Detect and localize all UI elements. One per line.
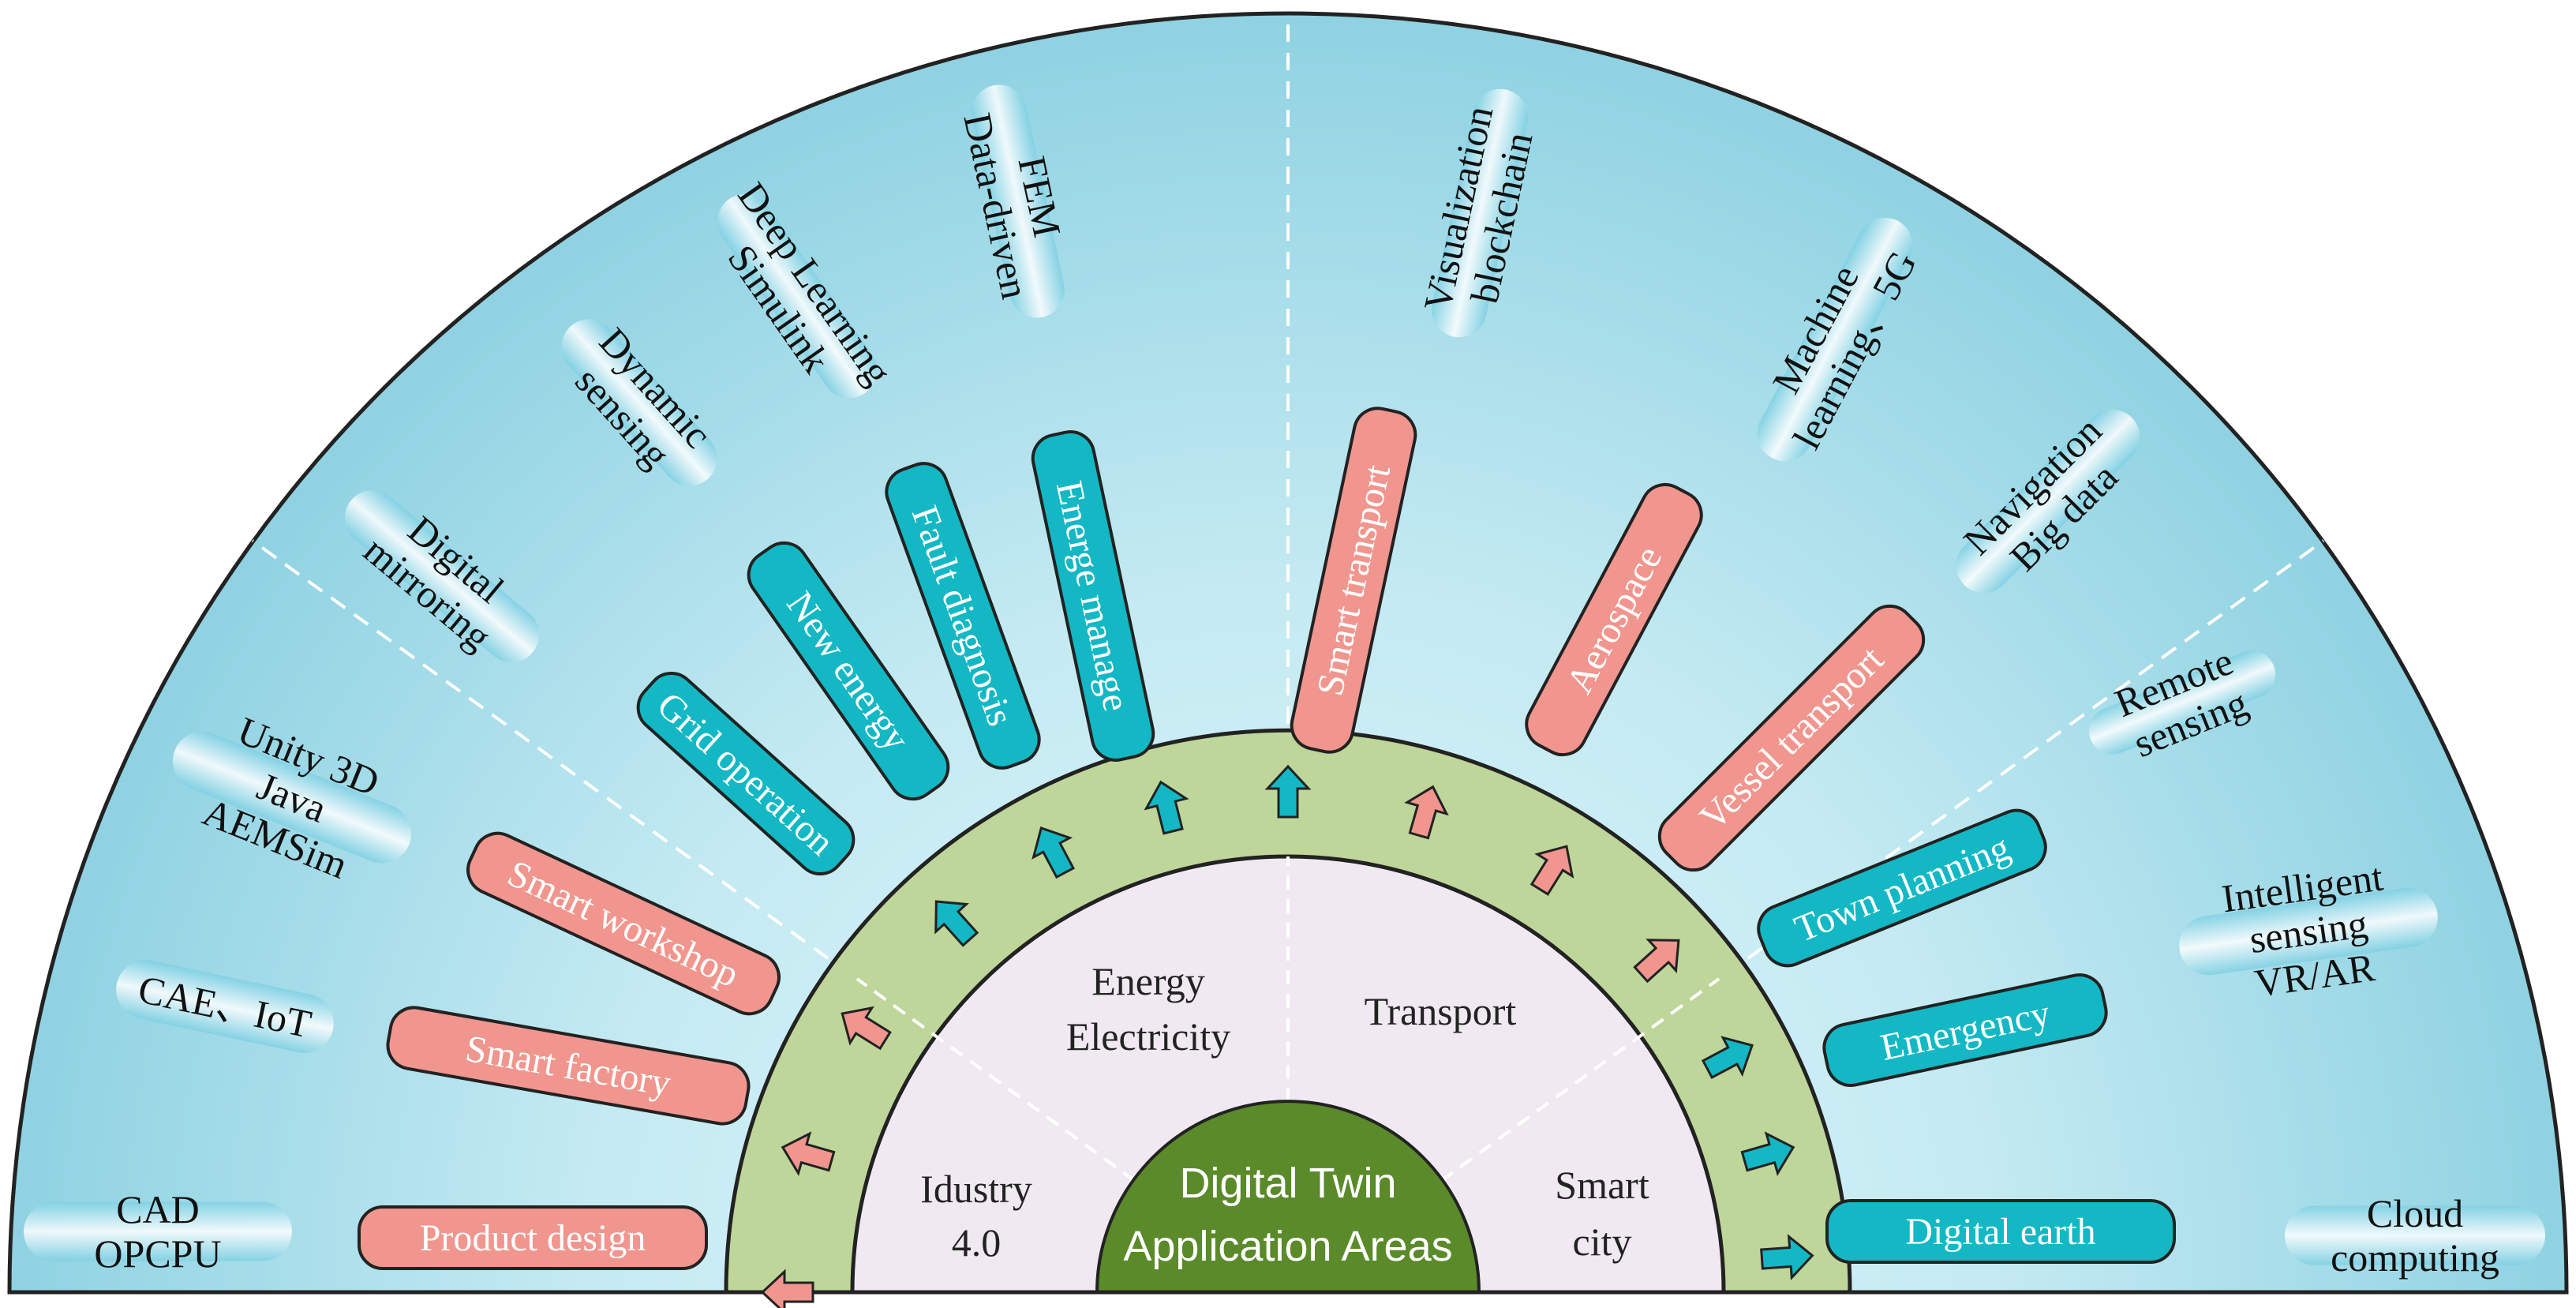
tech-label-line: OPCPU <box>94 1231 221 1276</box>
app-pill-label: Product design <box>420 1217 646 1259</box>
sector-energy-line1: Energy <box>1091 959 1204 1003</box>
sector-smartcity-line2: city <box>1573 1220 1632 1264</box>
arrow-aerospace <box>1530 845 1574 896</box>
app-pill-shape <box>636 671 856 876</box>
tech-pill-shape <box>1432 88 1528 338</box>
app-pill-shape <box>1525 482 1703 757</box>
tech-pill-shape <box>1956 409 2140 594</box>
arrow-smart-factory <box>781 1131 836 1176</box>
sector-smartcity-line1: Smart <box>1555 1163 1649 1207</box>
tech-pill-shape <box>717 193 877 399</box>
sector-industry-line1: Idustry <box>920 1167 1032 1211</box>
app-pill-shape <box>1822 973 2108 1087</box>
arrows-layer <box>760 764 1814 1308</box>
tech-pill-shape <box>172 731 412 864</box>
arrow-smart-workshop <box>841 1006 892 1051</box>
arrow-fault-diagnosis <box>1144 780 1189 835</box>
app-pill-shape <box>1290 407 1417 754</box>
app-pill-shape <box>885 462 1041 770</box>
arrow-shape <box>1740 1131 1795 1176</box>
tech-label-line: computing <box>2331 1235 2499 1280</box>
arrow-product-design <box>760 1269 814 1308</box>
core-semicircle <box>1095 1100 1481 1294</box>
tech-pill-shape <box>561 319 717 486</box>
tech-pill-shape <box>1757 217 1913 462</box>
arrow-shape <box>781 1131 836 1176</box>
sector-label-transport: Transport <box>1365 989 1517 1033</box>
arrow-emergency <box>1740 1131 1795 1176</box>
center-title-line1: Digital Twin <box>1179 1160 1396 1207</box>
arrow-vessel-transport <box>1633 939 1680 984</box>
center-title-line2: Application Areas <box>1123 1223 1452 1270</box>
tech-pill-shape <box>344 490 540 662</box>
app-pill-shape <box>1657 604 1926 872</box>
app-pill-digital-earth: Digital earth <box>1825 1199 2176 1264</box>
tech-label-line: Cloud <box>2367 1191 2463 1235</box>
tech-pill-shape <box>2285 1205 2545 1265</box>
inner-divider-left <box>856 977 1290 1294</box>
sector-label-energy: Energy Electricity <box>1066 959 1230 1059</box>
arrow-shape <box>1032 826 1076 879</box>
app-pill-label: Digital earth <box>1905 1211 2095 1253</box>
tech-label-line: CAD <box>116 1187 200 1231</box>
sector-transport-line1: Transport <box>1365 989 1517 1033</box>
sector-energy-line2: Electricity <box>1066 1014 1230 1059</box>
arrow-shape <box>1264 764 1312 819</box>
tech-pill-shape <box>116 960 334 1053</box>
arrow-shape <box>1144 780 1189 835</box>
arrow-shape <box>760 1269 814 1308</box>
app-pill-shape <box>1825 1199 2176 1264</box>
arrow-shape <box>1701 1036 1754 1080</box>
arrow-smart-transport <box>1404 785 1449 840</box>
arrow-shape <box>1633 939 1680 984</box>
app-pill-shape <box>358 1205 708 1270</box>
arrow-grid-operation <box>934 900 979 947</box>
tech-pill-shape <box>972 84 1065 318</box>
app-pill-shape <box>466 831 781 1016</box>
tech-pill-shape <box>24 1201 292 1261</box>
arrow-shape <box>1530 845 1574 896</box>
arrow-energe-manage <box>1264 764 1312 819</box>
arrow-shape <box>841 1006 892 1051</box>
app-pill-shape <box>1031 430 1155 762</box>
arrow-shape <box>1404 785 1449 840</box>
sector-industry-line2: 4.0 <box>952 1220 1002 1265</box>
app-pill-shape <box>1757 808 2047 968</box>
app-pill-shape <box>386 1006 751 1126</box>
arrow-shape <box>934 900 979 947</box>
inner-divider-right <box>1286 977 1720 1294</box>
app-pill-shape <box>747 541 950 801</box>
arrow-shape <box>1760 1234 1814 1280</box>
sector-label-industry: Idustry 4.0 <box>920 1167 1032 1265</box>
tech-pill-shape <box>2179 887 2438 976</box>
tech-pill-shape <box>2088 650 2276 755</box>
sector-label-smartcity: Smart city <box>1555 1163 1649 1264</box>
arrow-new-energy <box>1032 826 1076 879</box>
arrow-digital-earth <box>1760 1234 1814 1280</box>
arrow-town-planning <box>1701 1036 1754 1080</box>
app-pill-product-design: Product design <box>358 1205 708 1270</box>
